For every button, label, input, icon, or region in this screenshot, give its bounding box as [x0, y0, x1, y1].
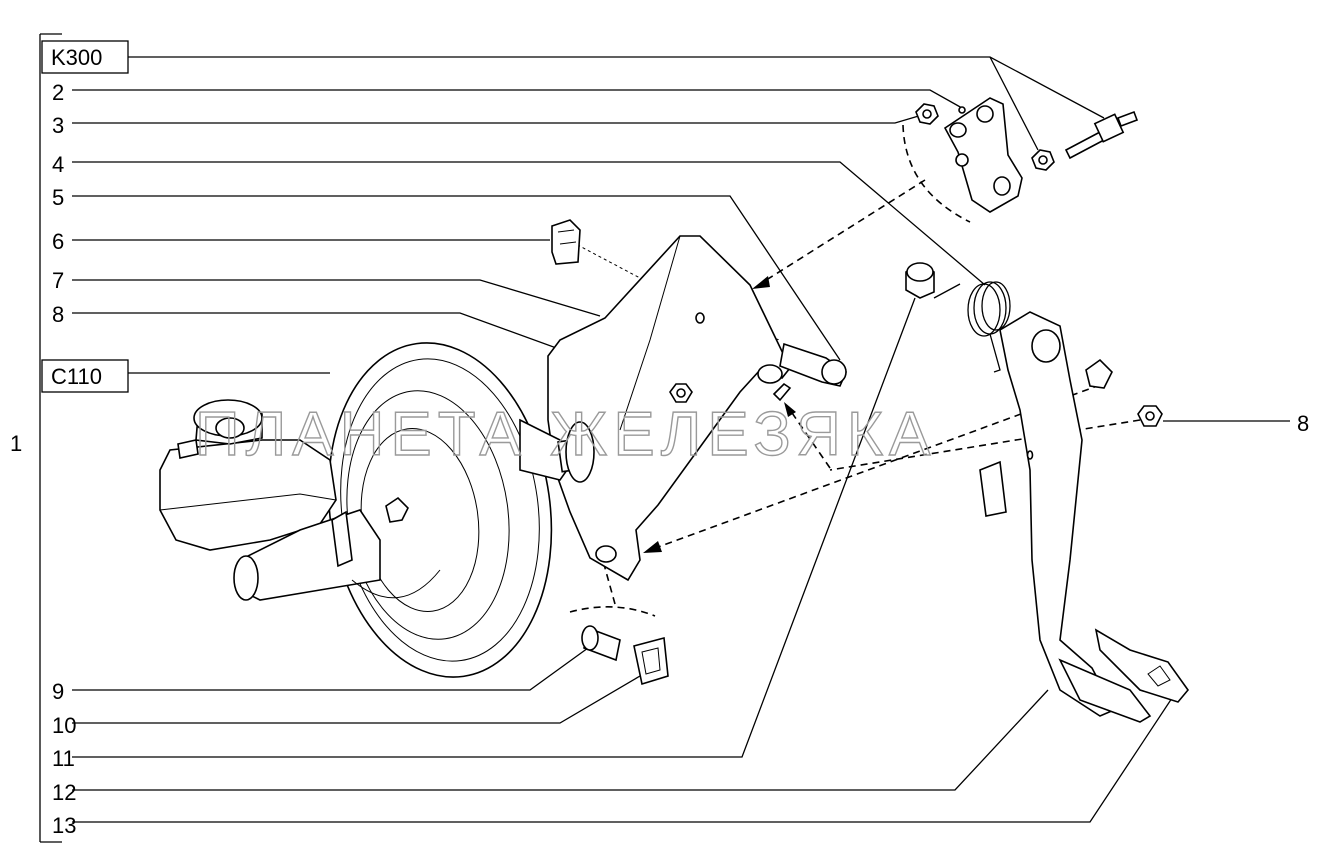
callout-12: 12 [52, 780, 76, 805]
brake-booster [327, 342, 595, 678]
pedal-axle-5 [779, 342, 847, 387]
clutch-pedal-12 [979, 311, 1116, 717]
callout-7: 7 [52, 268, 64, 293]
bushing-11 [905, 262, 935, 299]
callout-6: 6 [52, 229, 64, 254]
clip-6 [551, 219, 581, 265]
callout-9: 9 [52, 679, 64, 704]
code-k300: K300 [51, 45, 102, 70]
clip-10 [633, 636, 669, 686]
pin-9 [581, 625, 621, 662]
stop-switch [1064, 110, 1139, 160]
callout-8-right: 8 [1297, 411, 1309, 436]
callout-5: 5 [52, 185, 64, 210]
callout-2: 2 [52, 80, 64, 105]
callout-8: 8 [52, 302, 64, 327]
nut-8-right [1137, 405, 1163, 427]
group-label: 1 [10, 431, 22, 456]
callout-13: 13 [52, 813, 76, 838]
support-bracket [547, 235, 791, 582]
pedal-pad-13 [1058, 628, 1190, 723]
code-box-c110: C110 [41, 359, 129, 393]
return-spring-4 [933, 281, 1011, 373]
nut-k300 [1031, 149, 1055, 171]
callout-4: 4 [52, 152, 64, 177]
pedal-bracket-plate [943, 97, 1023, 213]
leader-lines [72, 56, 1290, 823]
nut-8-left [669, 383, 693, 403]
callout-11: 11 [52, 746, 75, 771]
callout-10: 10 [52, 713, 76, 738]
code-box-k300: K300 [41, 40, 129, 74]
code-c110: C110 [51, 364, 102, 389]
watermark: ПЛАНЕТА ЖЕЛЕЗЯКА [195, 400, 936, 469]
master-cylinder-reservoir [159, 399, 441, 601]
stud-bolt [772, 382, 792, 402]
callout-3: 3 [52, 113, 64, 138]
nut-small [915, 103, 939, 125]
group-bracket [39, 33, 62, 843]
